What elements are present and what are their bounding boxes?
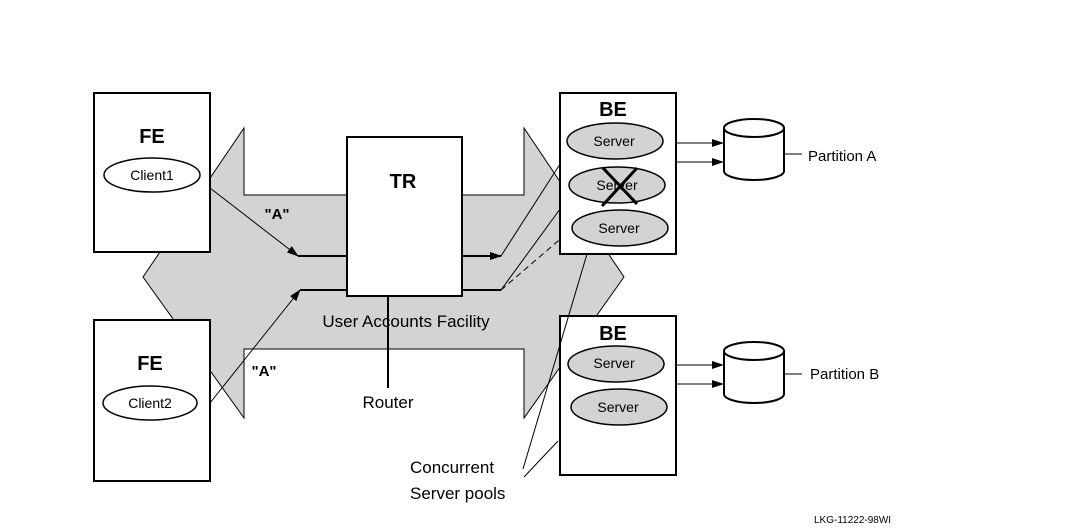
client-node: [103, 157, 201, 193]
server-label: Server: [593, 133, 635, 149]
pool-callout-line-1: [522, 253, 588, 470]
be-title: BE: [599, 99, 627, 121]
fe-title: FE: [137, 353, 163, 375]
back-end-1: BE Server Server Server: [559, 92, 677, 255]
server-node: [571, 209, 669, 247]
server-node: [570, 388, 668, 426]
client-node: [102, 385, 198, 421]
server-label: Server: [597, 399, 639, 415]
server-label: Server: [593, 355, 635, 371]
front-end-2: FE Client2: [93, 319, 211, 482]
front-end-1: FE Client1: [93, 92, 211, 253]
pool-callout-line-2: [523, 440, 559, 478]
be-title: BE: [599, 323, 627, 345]
fe-title: FE: [139, 126, 165, 148]
client-label: Client1: [130, 167, 174, 183]
figure-id: LKG-11222-98WI: [814, 515, 891, 526]
message-label-1: "A": [264, 206, 289, 223]
pool-label-line1: Concurrent: [410, 458, 494, 477]
request-arrow-1: [209, 187, 299, 257]
pool-label-line2: Server pools: [410, 484, 505, 503]
request-arrow-2: [209, 289, 301, 404]
server-node: [566, 122, 664, 160]
failed-x-icon: [600, 166, 639, 208]
partition-label: Partition A: [808, 148, 876, 165]
server-label: Server: [598, 220, 640, 236]
facility-label: User Accounts Facility: [322, 312, 490, 331]
failover-route-to-server-3: [500, 228, 573, 291]
back-end-2: BE Server Server: [559, 315, 677, 476]
partition-label: Partition B: [810, 366, 879, 383]
tr-title: TR: [390, 171, 417, 193]
database-icon: [723, 341, 785, 404]
database-icon: [723, 118, 785, 181]
message-label-2: "A": [251, 363, 276, 380]
client-label: Client2: [128, 395, 172, 411]
router-label: Router: [362, 393, 413, 412]
server-node: [567, 345, 665, 383]
router-node: TR: [346, 136, 463, 297]
tr-box: [346, 136, 463, 297]
